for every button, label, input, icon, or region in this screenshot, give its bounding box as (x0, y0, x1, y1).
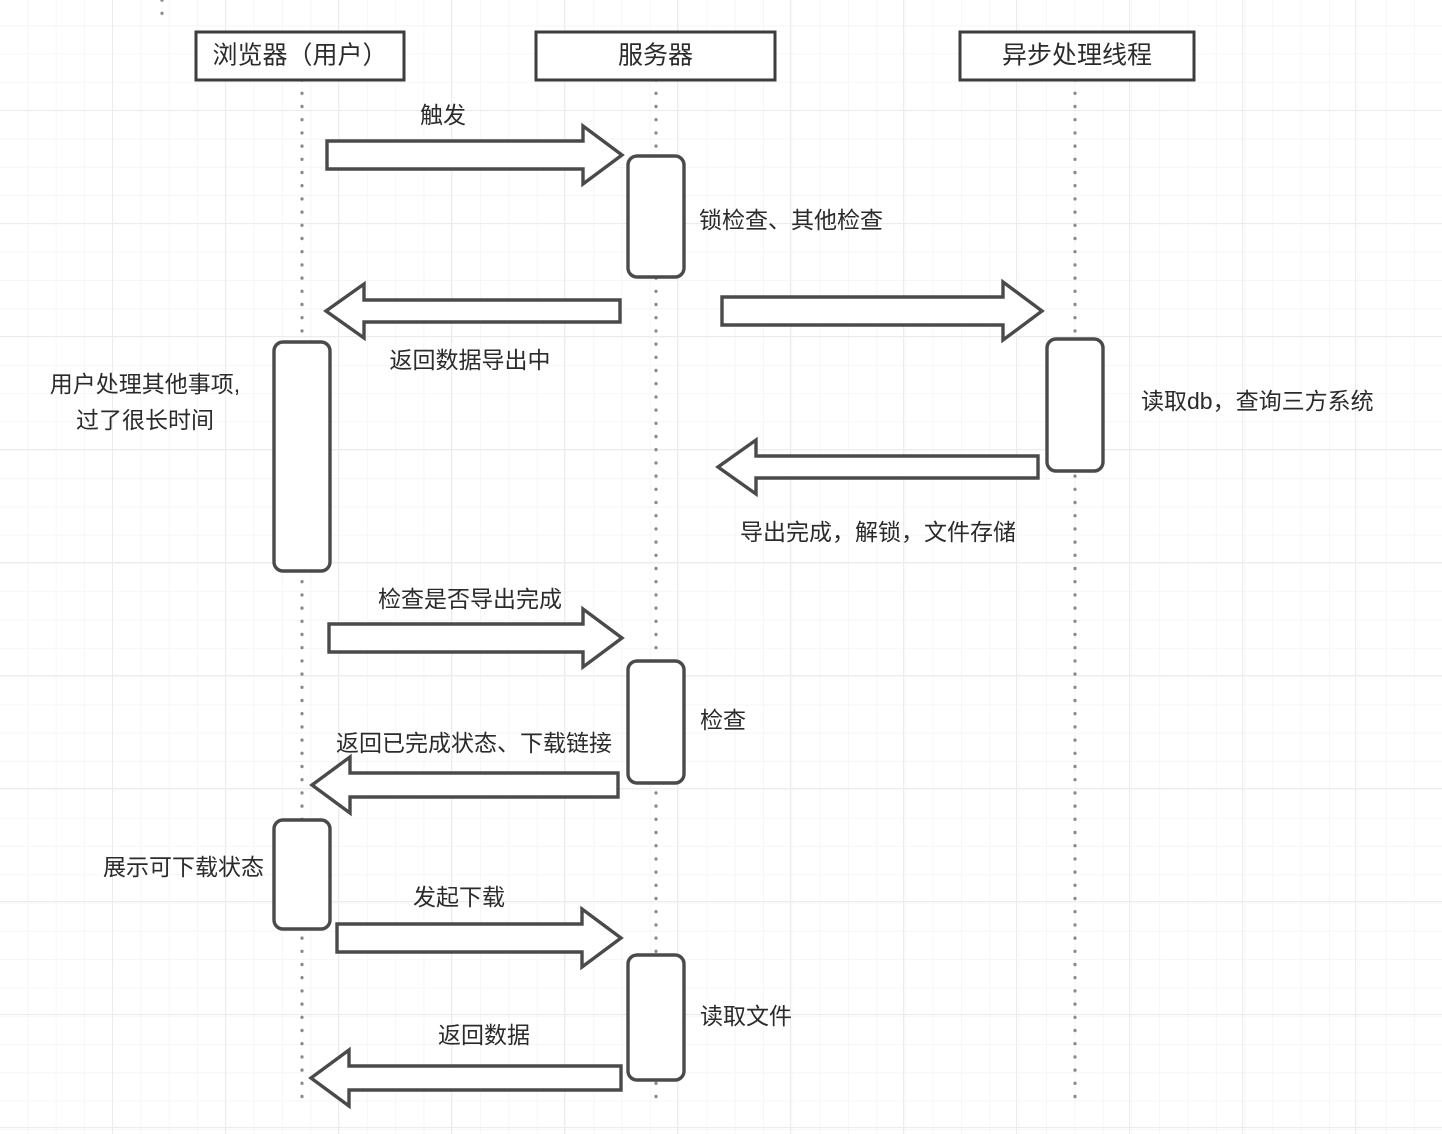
note-note-show-download: 展示可下载状态 (103, 854, 264, 880)
note-note-lock-check: 锁检查、其他检查 (699, 207, 883, 233)
message-label-msg-return-done: 返回已完成状态、下载链接 (336, 730, 612, 756)
actor-box-async[interactable]: 异步处理线程 (958, 30, 1196, 82)
message-msg-trigger[interactable]: 触发 (325, 102, 625, 188)
message-label-msg-start-download: 发起下载 (413, 884, 505, 910)
arrow-icon-left (323, 280, 622, 342)
message-msg-return-done[interactable]: 返回已完成状态、下载链接 (309, 730, 620, 817)
actor-box-rect-server (534, 30, 777, 82)
note-line: 锁检查、其他检查 (699, 207, 883, 233)
arrow-icon-right (325, 122, 625, 188)
message-label-msg-export-done: 导出完成，解锁，文件存储 (740, 519, 1016, 545)
messages-group: 触发返回数据导出中导出完成，解锁，文件存储检查是否导出完成返回已完成状态、下载链… (308, 102, 1045, 1110)
message-msg-return-exporting[interactable]: 返回数据导出中 (323, 280, 622, 373)
actor-label-server: 服务器 (618, 42, 693, 70)
note-note-user-waiting: 用户处理其他事项, 过了很长时间 (50, 371, 240, 433)
activation-bar-server-read-file (626, 953, 686, 1082)
note-line: 读取db，查询三方系统 (1141, 388, 1374, 414)
note-note-read-file: 读取文件 (700, 1003, 792, 1029)
message-label-msg-check-status: 检查是否导出完成 (378, 586, 562, 612)
arrow-icon-right (327, 605, 625, 671)
note-line: 读取文件 (700, 1003, 792, 1029)
note-note-check: 检查 (700, 707, 746, 733)
actor-boxes-group: 浏览器（用户） 服务器 异步处理线程 (194, 30, 1196, 82)
message-msg-export-done[interactable]: 导出完成，解锁，文件存储 (715, 436, 1040, 545)
message-msg-return-data[interactable]: 返回数据 (308, 1022, 623, 1110)
activation-bar-server-check (626, 659, 686, 785)
arrow-icon-right (720, 278, 1045, 344)
activation-bar-async-processing (1045, 337, 1105, 473)
arrow-icon-left (715, 436, 1040, 498)
note-line: 用户处理其他事项, (50, 371, 240, 397)
activation-bar-browser-waiting (272, 340, 332, 573)
activation-bars-group (272, 154, 1105, 1082)
note-note-read-db: 读取db，查询三方系统 (1141, 388, 1374, 414)
message-label-msg-return-data: 返回数据 (438, 1022, 530, 1048)
actor-box-browser[interactable]: 浏览器（用户） (194, 30, 406, 82)
message-msg-start-download[interactable]: 发起下载 (335, 884, 624, 971)
actor-label-async: 异步处理线程 (1002, 42, 1152, 70)
note-line: 过了很长时间 (76, 407, 214, 433)
arrow-icon-left (308, 1046, 623, 1110)
actor-box-rect-async (958, 30, 1196, 82)
note-line: 检查 (700, 707, 746, 733)
note-line: 展示可下载状态 (103, 854, 264, 880)
actor-box-rect-browser (194, 30, 406, 82)
message-msg-check-status[interactable]: 检查是否导出完成 (327, 586, 625, 671)
actor-box-server[interactable]: 服务器 (534, 30, 777, 82)
arrow-icon-right (335, 905, 624, 971)
arrow-icon-left (309, 753, 620, 817)
message-label-msg-trigger: 触发 (420, 102, 466, 128)
message-label-msg-return-exporting: 返回数据导出中 (390, 347, 551, 373)
activation-bar-browser-download (272, 818, 332, 931)
activation-bar-server-lock-check (626, 154, 686, 279)
message-msg-async-dispatch[interactable] (720, 278, 1045, 344)
actor-label-browser: 浏览器（用户） (212, 42, 387, 70)
